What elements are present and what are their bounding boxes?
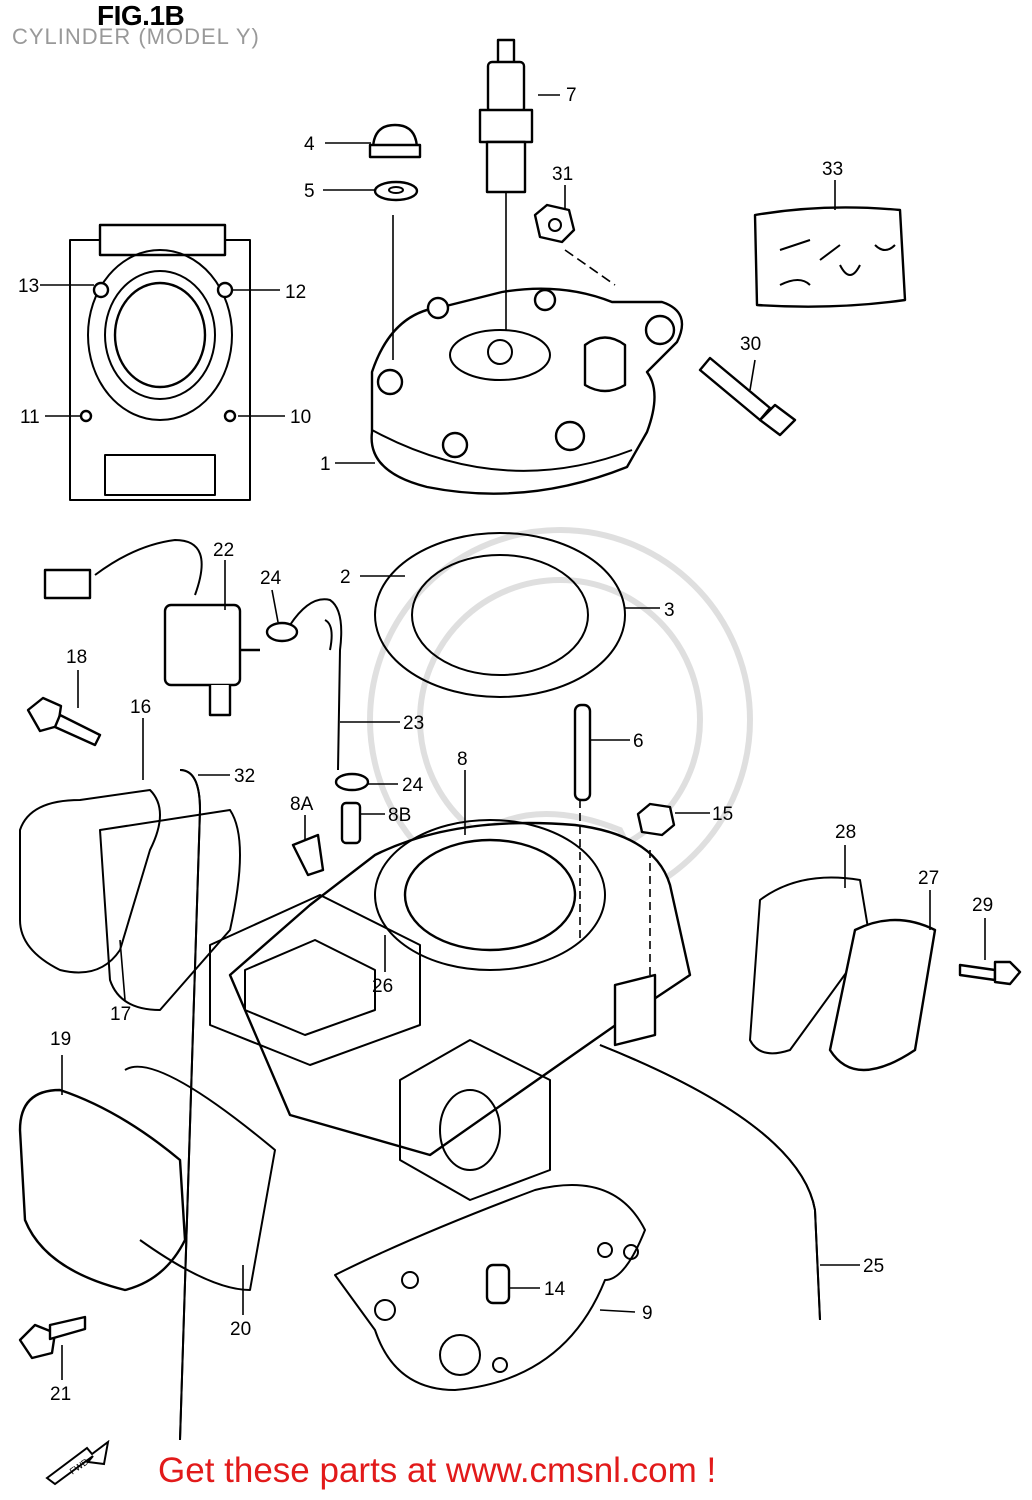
callout-11: 11 bbox=[20, 407, 40, 428]
callout-32: 32 bbox=[234, 766, 255, 787]
callout-15: 15 bbox=[712, 804, 733, 825]
warning-label-part[interactable] bbox=[753, 206, 907, 308]
callout-24b: 24 bbox=[402, 775, 424, 796]
flange-nut-part[interactable] bbox=[533, 203, 576, 244]
callout-8: 8 bbox=[457, 749, 468, 770]
callout-14: 14 bbox=[544, 1279, 566, 1300]
figure-subtitle: CYLINDER (MODEL Y) bbox=[12, 24, 260, 49]
exhaust-cover-gasket-part[interactable] bbox=[19, 789, 241, 1011]
callout-17: 17 bbox=[110, 1004, 131, 1025]
bolt-29-part[interactable] bbox=[958, 960, 1022, 986]
callout-23: 23 bbox=[403, 713, 424, 734]
leader-lines bbox=[40, 94, 986, 1380]
callout-2: 2 bbox=[340, 567, 351, 588]
washer-part[interactable] bbox=[373, 180, 419, 202]
cylinder-head-part[interactable] bbox=[370, 287, 684, 495]
side-cover-part[interactable] bbox=[18, 1065, 276, 1292]
vent-hose-part[interactable] bbox=[265, 598, 370, 792]
callout-25: 25 bbox=[863, 1256, 884, 1277]
callout-30: 30 bbox=[740, 334, 761, 355]
callout-19: 19 bbox=[50, 1029, 71, 1050]
callout-22: 22 bbox=[213, 540, 234, 561]
elbow-fitting-part[interactable] bbox=[291, 833, 325, 877]
callout-4: 4 bbox=[304, 134, 315, 155]
callout-28: 28 bbox=[835, 822, 856, 843]
bolt-18-part[interactable] bbox=[26, 696, 102, 747]
base-gasket-part[interactable] bbox=[334, 1184, 646, 1391]
callout-6: 6 bbox=[633, 731, 644, 752]
leader-line bbox=[564, 249, 616, 286]
callout-16: 16 bbox=[130, 697, 151, 718]
callout-8A: 8A bbox=[290, 794, 314, 815]
figure-title: FIG.1B bbox=[97, 0, 185, 31]
callout-9: 9 bbox=[642, 1303, 653, 1324]
forward-arrow-icon: FWD bbox=[45, 1440, 110, 1486]
callout-7: 7 bbox=[566, 85, 577, 106]
callout-29: 29 bbox=[972, 895, 993, 916]
callout-24a: 24 bbox=[260, 568, 282, 589]
callout-8B: 8B bbox=[388, 805, 411, 826]
head-gasket-part[interactable] bbox=[374, 532, 626, 698]
bolt-21-part[interactable] bbox=[18, 1315, 87, 1360]
cap-nut-part[interactable] bbox=[368, 123, 422, 159]
callout-18: 18 bbox=[66, 647, 87, 668]
callout-labels: 1 2 3 4 5 6 7 8 8A 8B 9 10 11 12 13 14 1… bbox=[18, 85, 993, 1405]
callout-27: 27 bbox=[918, 868, 939, 889]
callout-1: 1 bbox=[320, 454, 331, 475]
bolt-part[interactable] bbox=[698, 356, 797, 437]
sleeve-part[interactable] bbox=[340, 801, 362, 845]
callout-21: 21 bbox=[50, 1384, 71, 1405]
callout-13: 13 bbox=[18, 276, 39, 297]
callout-31: 31 bbox=[552, 164, 573, 185]
reed-cover-part[interactable] bbox=[749, 876, 937, 1072]
cylinder-top-view-inset bbox=[69, 223, 251, 501]
callout-12: 12 bbox=[285, 282, 306, 303]
spark-plug-part[interactable] bbox=[478, 38, 534, 330]
solenoid-valve-part[interactable] bbox=[43, 539, 260, 717]
callout-33: 33 bbox=[822, 159, 843, 180]
callout-3: 3 bbox=[664, 600, 675, 621]
cylinder-part[interactable] bbox=[209, 819, 692, 1201]
dowel-part[interactable] bbox=[485, 1263, 511, 1305]
callout-5: 5 bbox=[304, 181, 315, 202]
callout-26: 26 bbox=[372, 976, 393, 997]
drain-pipe-part[interactable] bbox=[599, 1044, 821, 1321]
nut-part[interactable] bbox=[636, 802, 676, 837]
callout-10: 10 bbox=[290, 407, 311, 428]
callout-20: 20 bbox=[230, 1319, 251, 1340]
promo-footer-link[interactable]: Get these parts at www.cmsnl.com ! bbox=[158, 1451, 717, 1490]
dowel-pin-part[interactable] bbox=[573, 703, 592, 802]
